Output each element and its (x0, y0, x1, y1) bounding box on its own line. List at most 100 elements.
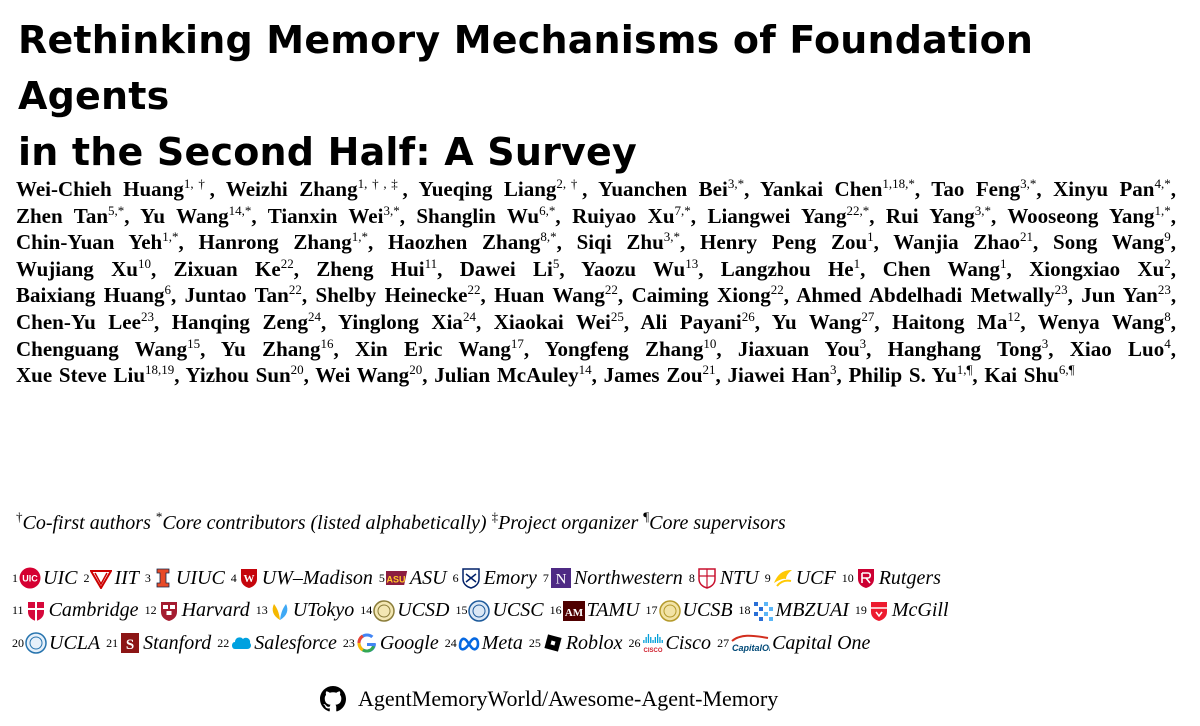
affiliation-item: 27CapitalOneCapital One (717, 632, 870, 655)
author-affiliation-marker: 10 (137, 255, 151, 271)
author-affiliation-marker: 22 (280, 255, 294, 271)
affiliation-number: 26 (628, 635, 641, 650)
author-name: Xiongxiao Xu (1029, 256, 1165, 281)
author-affiliation-marker: 3,* (1020, 176, 1037, 191)
author-name: Zheng Hui (316, 256, 425, 281)
author-affiliation-marker: 3 (859, 335, 867, 351)
author-name: Wei-Chieh Huang (16, 177, 184, 201)
author-name: Xiaokai Wei (493, 309, 611, 334)
author-name: Haitong Ma (892, 309, 1008, 334)
author-name: Wooseong Yang (1007, 203, 1155, 228)
author-affiliation-marker: 11 (424, 255, 438, 271)
emory-logo (461, 568, 480, 590)
author-name: Yizhou Sun (185, 363, 291, 388)
author-affiliation-marker: 22 (467, 282, 481, 298)
affiliation-number: 23 (342, 635, 355, 650)
cisco-logo: CISCO (642, 634, 663, 654)
author-affiliation-marker: 5,* (108, 202, 125, 218)
author-affiliation-marker: 17 (510, 335, 524, 351)
author-affiliation-marker: 8 (1164, 308, 1171, 324)
note-symbol: † (16, 509, 23, 524)
author-name: Ruiyao Xu (572, 203, 675, 228)
author-name: Wujiang Xu (16, 256, 138, 281)
author-name: Jun Yan (1081, 283, 1158, 308)
author-name: Xin Eric Wang (355, 336, 511, 361)
author-affiliation-marker: 21 (702, 362, 716, 378)
ucsb-logo (658, 600, 681, 622)
author-name: Chenguang Wang (16, 336, 188, 361)
ucsd-logo (373, 600, 395, 622)
author-affiliation-marker: 3,* (727, 176, 745, 191)
author-name: Rui Yang (885, 203, 975, 228)
affiliation-number: 8 (688, 570, 695, 585)
affiliation-name: UCSC (492, 599, 544, 622)
svg-text:AM: AM (564, 607, 583, 619)
author-affiliation-marker: 3 (1041, 335, 1049, 351)
affiliation-name: Capital One (772, 631, 871, 654)
repository-link[interactable]: AgentMemoryWorld/Awesome-Agent-Memory (320, 684, 778, 714)
affiliation-name: Google (379, 631, 439, 654)
affiliation-name: UCSD (397, 599, 450, 622)
affiliation-name: UCF (795, 566, 836, 589)
author-name: Huan Wang (494, 283, 605, 308)
affiliation-number: 4 (230, 570, 237, 585)
author-name: Siqi Zhu (576, 230, 664, 255)
author-name: Yongfeng Zhang (544, 336, 704, 361)
author-name: Zhen Tan (16, 203, 108, 228)
repository-name[interactable]: AgentMemoryWorld/Awesome-Agent-Memory (358, 686, 779, 711)
author-name: Ahmed Abdelhadi Metwally (796, 283, 1055, 308)
author-affiliation-marker: 25 (610, 308, 624, 324)
author-name: Xue Steve Liu (16, 363, 145, 388)
svg-text:W: W (243, 573, 254, 585)
author-affiliation-marker: 23 (1157, 282, 1171, 298)
uw-madison-logo: W (240, 569, 257, 589)
author-affiliation-marker: 26 (741, 308, 755, 324)
affiliation-name: MBZUAI (775, 599, 849, 622)
author-affiliation-marker: 1,* (162, 229, 179, 245)
author-name: Tao Feng (931, 177, 1021, 201)
author-name: Liangwei Yang (707, 203, 847, 228)
svg-text:ASU: ASU (386, 575, 405, 585)
author-affiliation-marker: 1 (853, 255, 861, 271)
author-affiliation-marker: 1,¶ (956, 362, 973, 378)
author-affiliation-marker: 6,* (539, 202, 556, 218)
author-affiliation-marker: 20 (409, 362, 423, 378)
affiliation-name: Salesforce (254, 631, 337, 654)
author-affiliation-marker: 18,19 (145, 362, 175, 378)
author-affiliation-marker: 23 (140, 308, 154, 324)
author-notes: †Co-first authors *Core contributors (li… (16, 510, 1176, 536)
affiliation-name: UTokyo (292, 599, 355, 622)
author-name: Wei Wang (315, 363, 410, 388)
affiliation-number: 13 (255, 603, 268, 618)
note-text: Co-first authors (22, 512, 151, 534)
svg-text:N: N (555, 572, 566, 588)
affiliation-name: UW–Madison (261, 566, 373, 589)
author-affiliation-marker: 3,* (663, 229, 681, 245)
author-affiliation-marker: 1,†,‡ (357, 176, 403, 191)
paper-title: Rethinking Memory Mechanisms of Foundati… (18, 12, 1188, 180)
affiliation-number: 18 (738, 603, 751, 618)
asu-logo: ASU (385, 571, 408, 586)
svg-text:CISCO: CISCO (643, 648, 662, 654)
author-affiliation-marker: 1,18,* (882, 176, 915, 191)
author-name: Zixuan Ke (173, 256, 281, 281)
github-icon (320, 686, 346, 712)
author-name: Yaozu Wu (581, 256, 686, 281)
author-affiliation-marker: 1 (867, 229, 874, 245)
affiliation-name: McGill (891, 599, 949, 622)
author-name: Ali Payani (640, 309, 742, 334)
author-affiliation-marker: 4,* (1154, 176, 1171, 191)
